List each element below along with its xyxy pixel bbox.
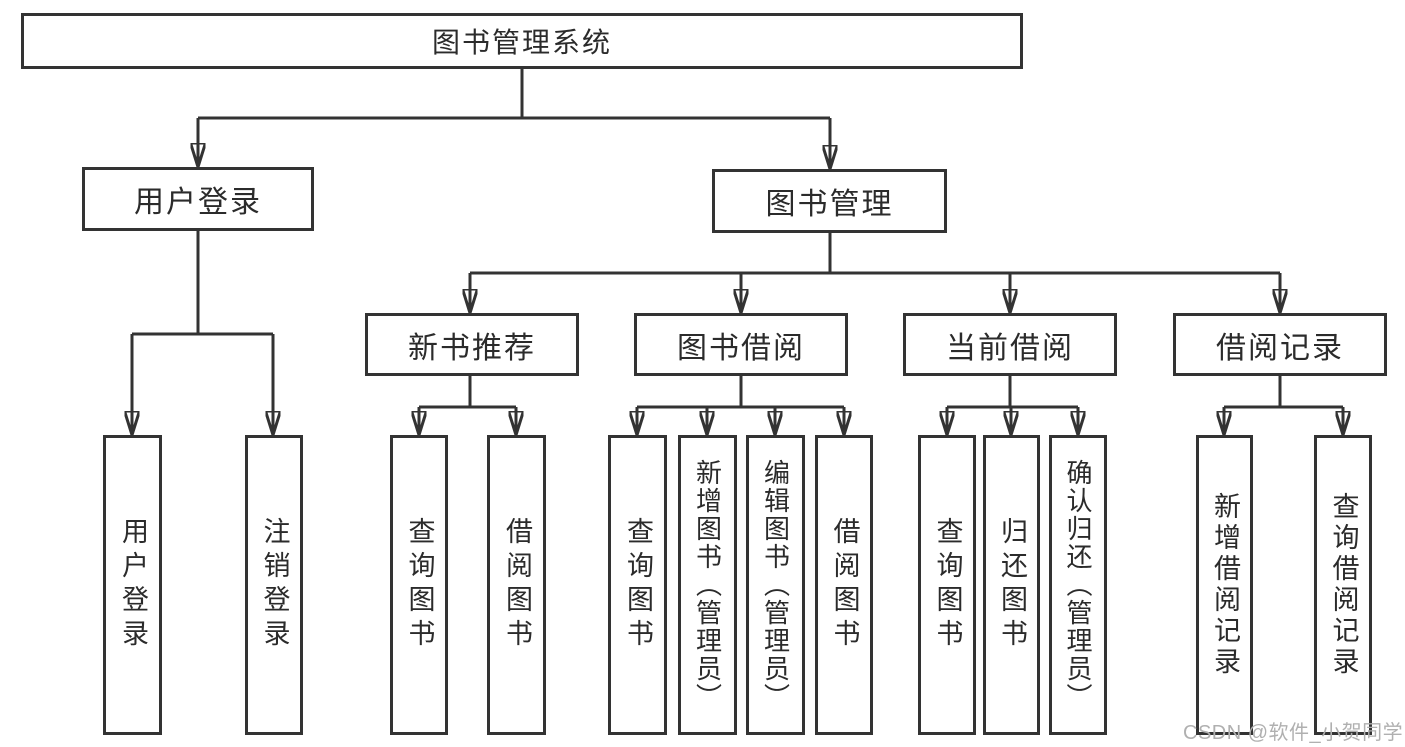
watermark: CSDN @软件_小贺同学	[1183, 722, 1404, 744]
leaf-query-borrow-record: 查询借阅记录	[1314, 435, 1372, 735]
leaf-edit-books-admin: 编辑图书（管理员）	[746, 435, 805, 735]
node-new-book-recommendation: 新书推荐	[365, 313, 579, 376]
node-book-management: 图书管理	[712, 169, 947, 233]
node-root: 图书管理系统	[21, 13, 1023, 69]
leaf-logout: 注销登录	[245, 435, 303, 735]
connector-current-borrowing-children	[947, 376, 1078, 433]
node-user-login: 用户登录	[82, 167, 314, 231]
leaf-add-borrow-record: 新增借阅记录	[1196, 435, 1253, 735]
leaf-query-books-recommend: 查询图书	[390, 435, 448, 735]
connector-new-book-recommendation-children	[419, 376, 516, 433]
leaf-borrow-books: 借阅图书	[815, 435, 873, 735]
leaf-return-books: 归还图书	[983, 435, 1040, 735]
node-book-borrowing: 图书借阅	[634, 313, 848, 376]
leaf-query-books-current: 查询图书	[918, 435, 976, 735]
connector-root-to-level2	[198, 68, 830, 167]
connector-book-borrowing-children	[637, 376, 844, 433]
node-borrowing-records: 借阅记录	[1173, 313, 1387, 376]
leaf-user-login: 用户登录	[103, 435, 162, 735]
leaf-query-books-borrow: 查询图书	[608, 435, 667, 735]
node-current-borrowing: 当前借阅	[903, 313, 1117, 376]
connector-borrowing-records-children	[1224, 376, 1343, 433]
connector-user-login-children	[132, 231, 273, 433]
connector-book-management-to-level3	[470, 233, 1280, 311]
leaf-confirm-return-admin: 确认归还（管理员）	[1049, 435, 1107, 735]
leaf-borrow-books-recommend: 借阅图书	[487, 435, 546, 735]
leaf-add-books-admin: 新增图书（管理员）	[678, 435, 737, 735]
